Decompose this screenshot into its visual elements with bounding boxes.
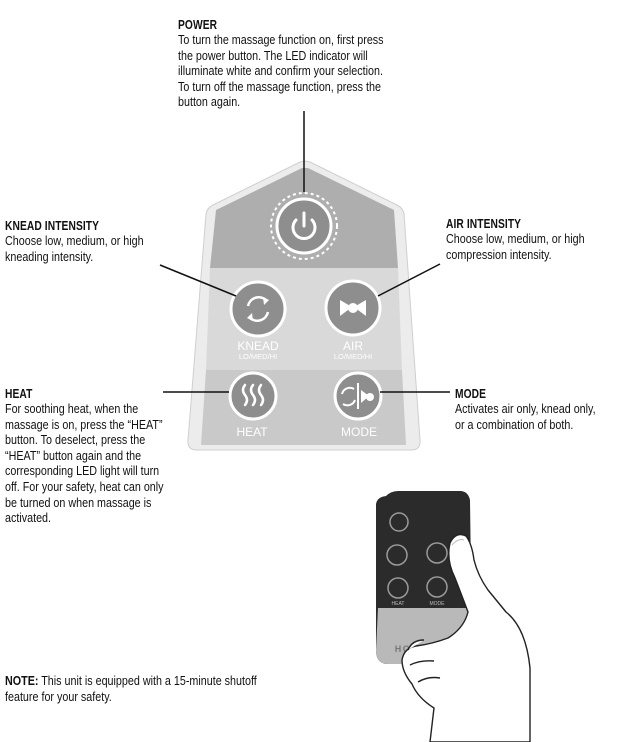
knead-label: KNEAD bbox=[237, 339, 279, 353]
air-button[interactable] bbox=[324, 279, 382, 337]
knead-button[interactable] bbox=[229, 280, 287, 338]
small-heat-label: HEAT bbox=[392, 601, 405, 607]
hand bbox=[401, 533, 531, 742]
air-sub-label: LO/MED/HI bbox=[334, 352, 372, 361]
small-mode-label: MODE bbox=[430, 601, 446, 607]
note-label: NOTE: bbox=[5, 674, 39, 688]
power-icon bbox=[291, 218, 317, 240]
mode-label: MODE bbox=[341, 425, 377, 439]
knead-sub-label: LO/MED/HI bbox=[239, 352, 277, 361]
knead-title: KNEAD INTENSITY bbox=[5, 219, 100, 233]
note-text: This unit is equipped with a 15-minute s… bbox=[5, 674, 257, 704]
mode-button[interactable] bbox=[333, 371, 383, 421]
knead-description: Choose low, medium, or high kneading int… bbox=[5, 234, 144, 264]
power-title: POWER bbox=[178, 18, 218, 32]
air-icon bbox=[340, 300, 366, 316]
mode-title: MODE bbox=[455, 387, 487, 401]
heat-title: HEAT bbox=[5, 387, 33, 401]
heat-label: HEAT bbox=[236, 425, 268, 439]
mode-callout: MODE Activates air only, knead only, or … bbox=[455, 386, 633, 433]
knead-callout: KNEAD INTENSITY Choose low, medium, or h… bbox=[5, 218, 205, 265]
heat-description: For soothing heat, when the massage is o… bbox=[5, 402, 164, 526]
power-callout: POWER To turn the massage function on, f… bbox=[178, 17, 468, 111]
air-label: AIR bbox=[343, 339, 363, 353]
air-description: Choose low, medium, or high compression … bbox=[446, 232, 585, 262]
heat-callout: HEAT For soothing heat, when the massage… bbox=[5, 386, 225, 527]
air-title: AIR INTENSITY bbox=[446, 217, 522, 231]
heat-icon bbox=[241, 383, 265, 407]
leader-lines bbox=[159, 111, 450, 393]
mode-icon bbox=[341, 383, 374, 409]
power-description: To turn the massage function on, first p… bbox=[178, 33, 384, 110]
air-callout: AIR INTENSITY Choose low, medium, or hig… bbox=[446, 216, 633, 263]
power-button[interactable] bbox=[270, 192, 338, 260]
note: NOTE: This unit is equipped with a 15-mi… bbox=[5, 674, 297, 705]
small-power-icon bbox=[389, 512, 409, 532]
heat-button[interactable] bbox=[228, 371, 278, 421]
mode-description: Activates air only, knead only, or a com… bbox=[455, 402, 596, 432]
